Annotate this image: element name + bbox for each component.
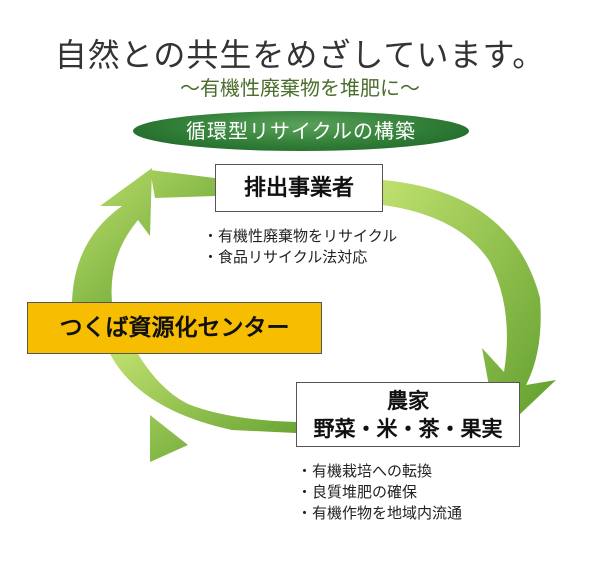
farm-notes: ・有機栽培への転換 ・良質堆肥の確保 ・有機作物を地域内流通 (297, 461, 462, 524)
farm-note: ・有機作物を地域内流通 (297, 504, 463, 522)
farm-products-label: 野菜・米・茶・果実 (313, 416, 503, 441)
cycle-arrow-right (383, 180, 556, 435)
emitter-note: ・食品リサイクル法対応 (203, 248, 368, 266)
node-recycling-center: つくば資源化センター (27, 302, 322, 354)
emitter-note: ・有機性廃棄物をリサイクル (203, 227, 398, 245)
emitter-notes: ・有機性廃棄物をリサイクル ・食品リサイクル法対応 (203, 226, 397, 268)
node-farmer: 農家 野菜・米・茶・果実 (296, 382, 520, 447)
node-emitter: 排出事業者 (215, 164, 383, 212)
cycle-banner: 循環型リサイクルの構築 (133, 111, 469, 151)
farm-note: ・良質堆肥の確保 (297, 483, 418, 501)
farm-note: ・有機栽培への転換 (297, 462, 433, 480)
cycle-arrow-left (72, 168, 215, 302)
page-subtitle: 〜有機性廃棄物を堆肥に〜 (180, 76, 420, 100)
page-title: 自然との共生をめざしています。 (54, 36, 546, 74)
farmer-label: 農家 (387, 388, 429, 413)
cycle-arrow-bottom (110, 354, 296, 462)
